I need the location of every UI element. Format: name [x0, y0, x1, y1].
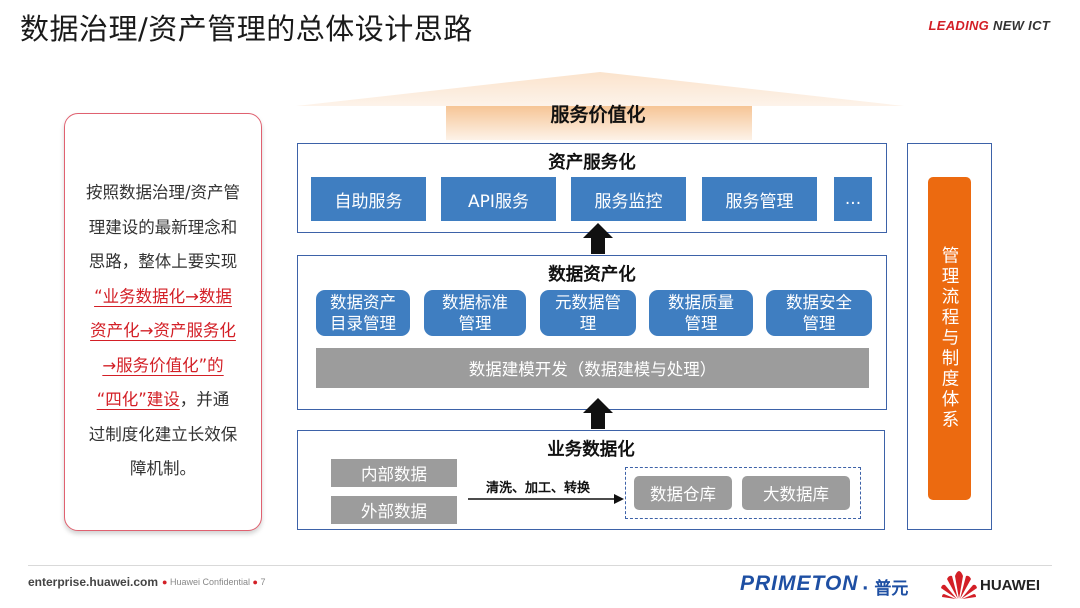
data-standard-box: 数据标准管理 — [424, 290, 526, 336]
box-line: 理 — [579, 314, 597, 333]
box-line: 数据质量 — [668, 293, 734, 312]
description-line: 理建设的最新理念和 — [88, 217, 238, 237]
box-line: 数据资产 — [330, 293, 396, 312]
asset-catalog-box: 数据资产目录管理 — [316, 290, 410, 336]
up-arrow-icon — [583, 223, 613, 254]
page-title: 数据治理/资产管理的总体设计思路 — [20, 12, 473, 46]
description-line: 思路，整体上要实现 — [88, 252, 238, 271]
description-line: ，并通 — [179, 390, 230, 409]
box-line: 管理 — [802, 314, 836, 333]
management-label: 管理流程与制度体系 — [939, 246, 959, 431]
more-services-box: ... — [834, 177, 872, 221]
metadata-box: 元数据管理 — [540, 290, 636, 336]
highlight-line: 资产化→资产服务化 — [90, 321, 236, 340]
big-database-box: 大数据库 — [742, 476, 850, 510]
highlight-line: “四化”建设 — [96, 390, 180, 409]
box-line: 管理 — [684, 314, 718, 333]
page-number: 7 — [260, 577, 266, 587]
data-storage-group: 数据仓库 大数据库 — [625, 467, 861, 519]
box-line: 目录管理 — [330, 314, 396, 333]
data-asset-layer: 数据资产化 数据资产目录管理 数据标准管理 元数据管理 数据质量管理 数据安全管… — [297, 255, 887, 410]
description-card — [64, 113, 262, 531]
box-line: 数据标准 — [442, 293, 508, 312]
box-line: 数据安全 — [786, 293, 852, 312]
description-line: 障机制。 — [130, 459, 196, 478]
management-bar: 管理流程与制度体系 — [928, 177, 971, 500]
footer-confidential: ● Huawei Confidential ● 7 — [162, 577, 266, 587]
slogan-new-ict: NEW ICT — [993, 18, 1050, 33]
internal-data-box: 内部数据 — [331, 459, 457, 487]
self-service-box: 自助服务 — [311, 177, 426, 221]
external-data-box: 外部数据 — [331, 496, 457, 524]
highlight-line: “业务数据化→数据 — [94, 286, 232, 306]
service-value-title: 服务价值化 — [550, 104, 646, 126]
primeton-cn-name: · 普元 — [862, 579, 909, 599]
process-arrow-icon — [468, 494, 624, 504]
box-line: 管理 — [458, 314, 492, 333]
primeton-logo: PRIMETON — [740, 572, 859, 595]
data-asset-title: 数据资产化 — [548, 265, 636, 285]
process-label: 清洗、加工、转换 — [486, 481, 591, 496]
highlight-line: →服务价值化”的 — [102, 355, 224, 375]
up-arrow-icon — [583, 398, 613, 429]
service-monitor-box: 服务监控 — [571, 177, 686, 221]
service-value-roof — [296, 72, 904, 140]
huawei-flower-icon — [941, 571, 977, 599]
confidential-label: Huawei Confidential — [169, 577, 250, 587]
data-security-box: 数据安全管理 — [766, 290, 872, 336]
brand-slogan: LEADING NEW ICT — [928, 18, 1050, 33]
business-data-title: 业务数据化 — [547, 440, 635, 460]
asset-service-layer: 资产服务化 自助服务 API服务 服务监控 服务管理 ... — [297, 143, 887, 233]
api-service-box: API服务 — [441, 177, 556, 221]
business-data-layer: 业务数据化 内部数据 外部数据 清洗、加工、转换 数据仓库 大数据库 — [297, 430, 885, 530]
huawei-wordmark: HUAWEI — [980, 577, 1040, 594]
description-line: 过制度化建立长效保 — [88, 424, 238, 444]
data-quality-box: 数据质量管理 — [649, 290, 753, 336]
slogan-leading: LEADING — [928, 18, 990, 33]
service-management-box: 服务管理 — [702, 177, 817, 221]
description-line: 按照数据治理/资产管 — [85, 183, 241, 202]
data-modeling-bar: 数据建模开发（数据建模与处理） — [316, 348, 869, 388]
box-line: 元数据管 — [555, 293, 621, 312]
asset-service-title: 资产服务化 — [548, 153, 636, 173]
description-text: 按照数据治理/资产管 理建设的最新理念和 思路，整体上要实现 “业务数据化→数据… — [70, 176, 256, 487]
footer-site: enterprise.huawei.com — [28, 575, 159, 589]
data-warehouse-box: 数据仓库 — [634, 476, 732, 510]
footer-divider — [28, 565, 1052, 566]
